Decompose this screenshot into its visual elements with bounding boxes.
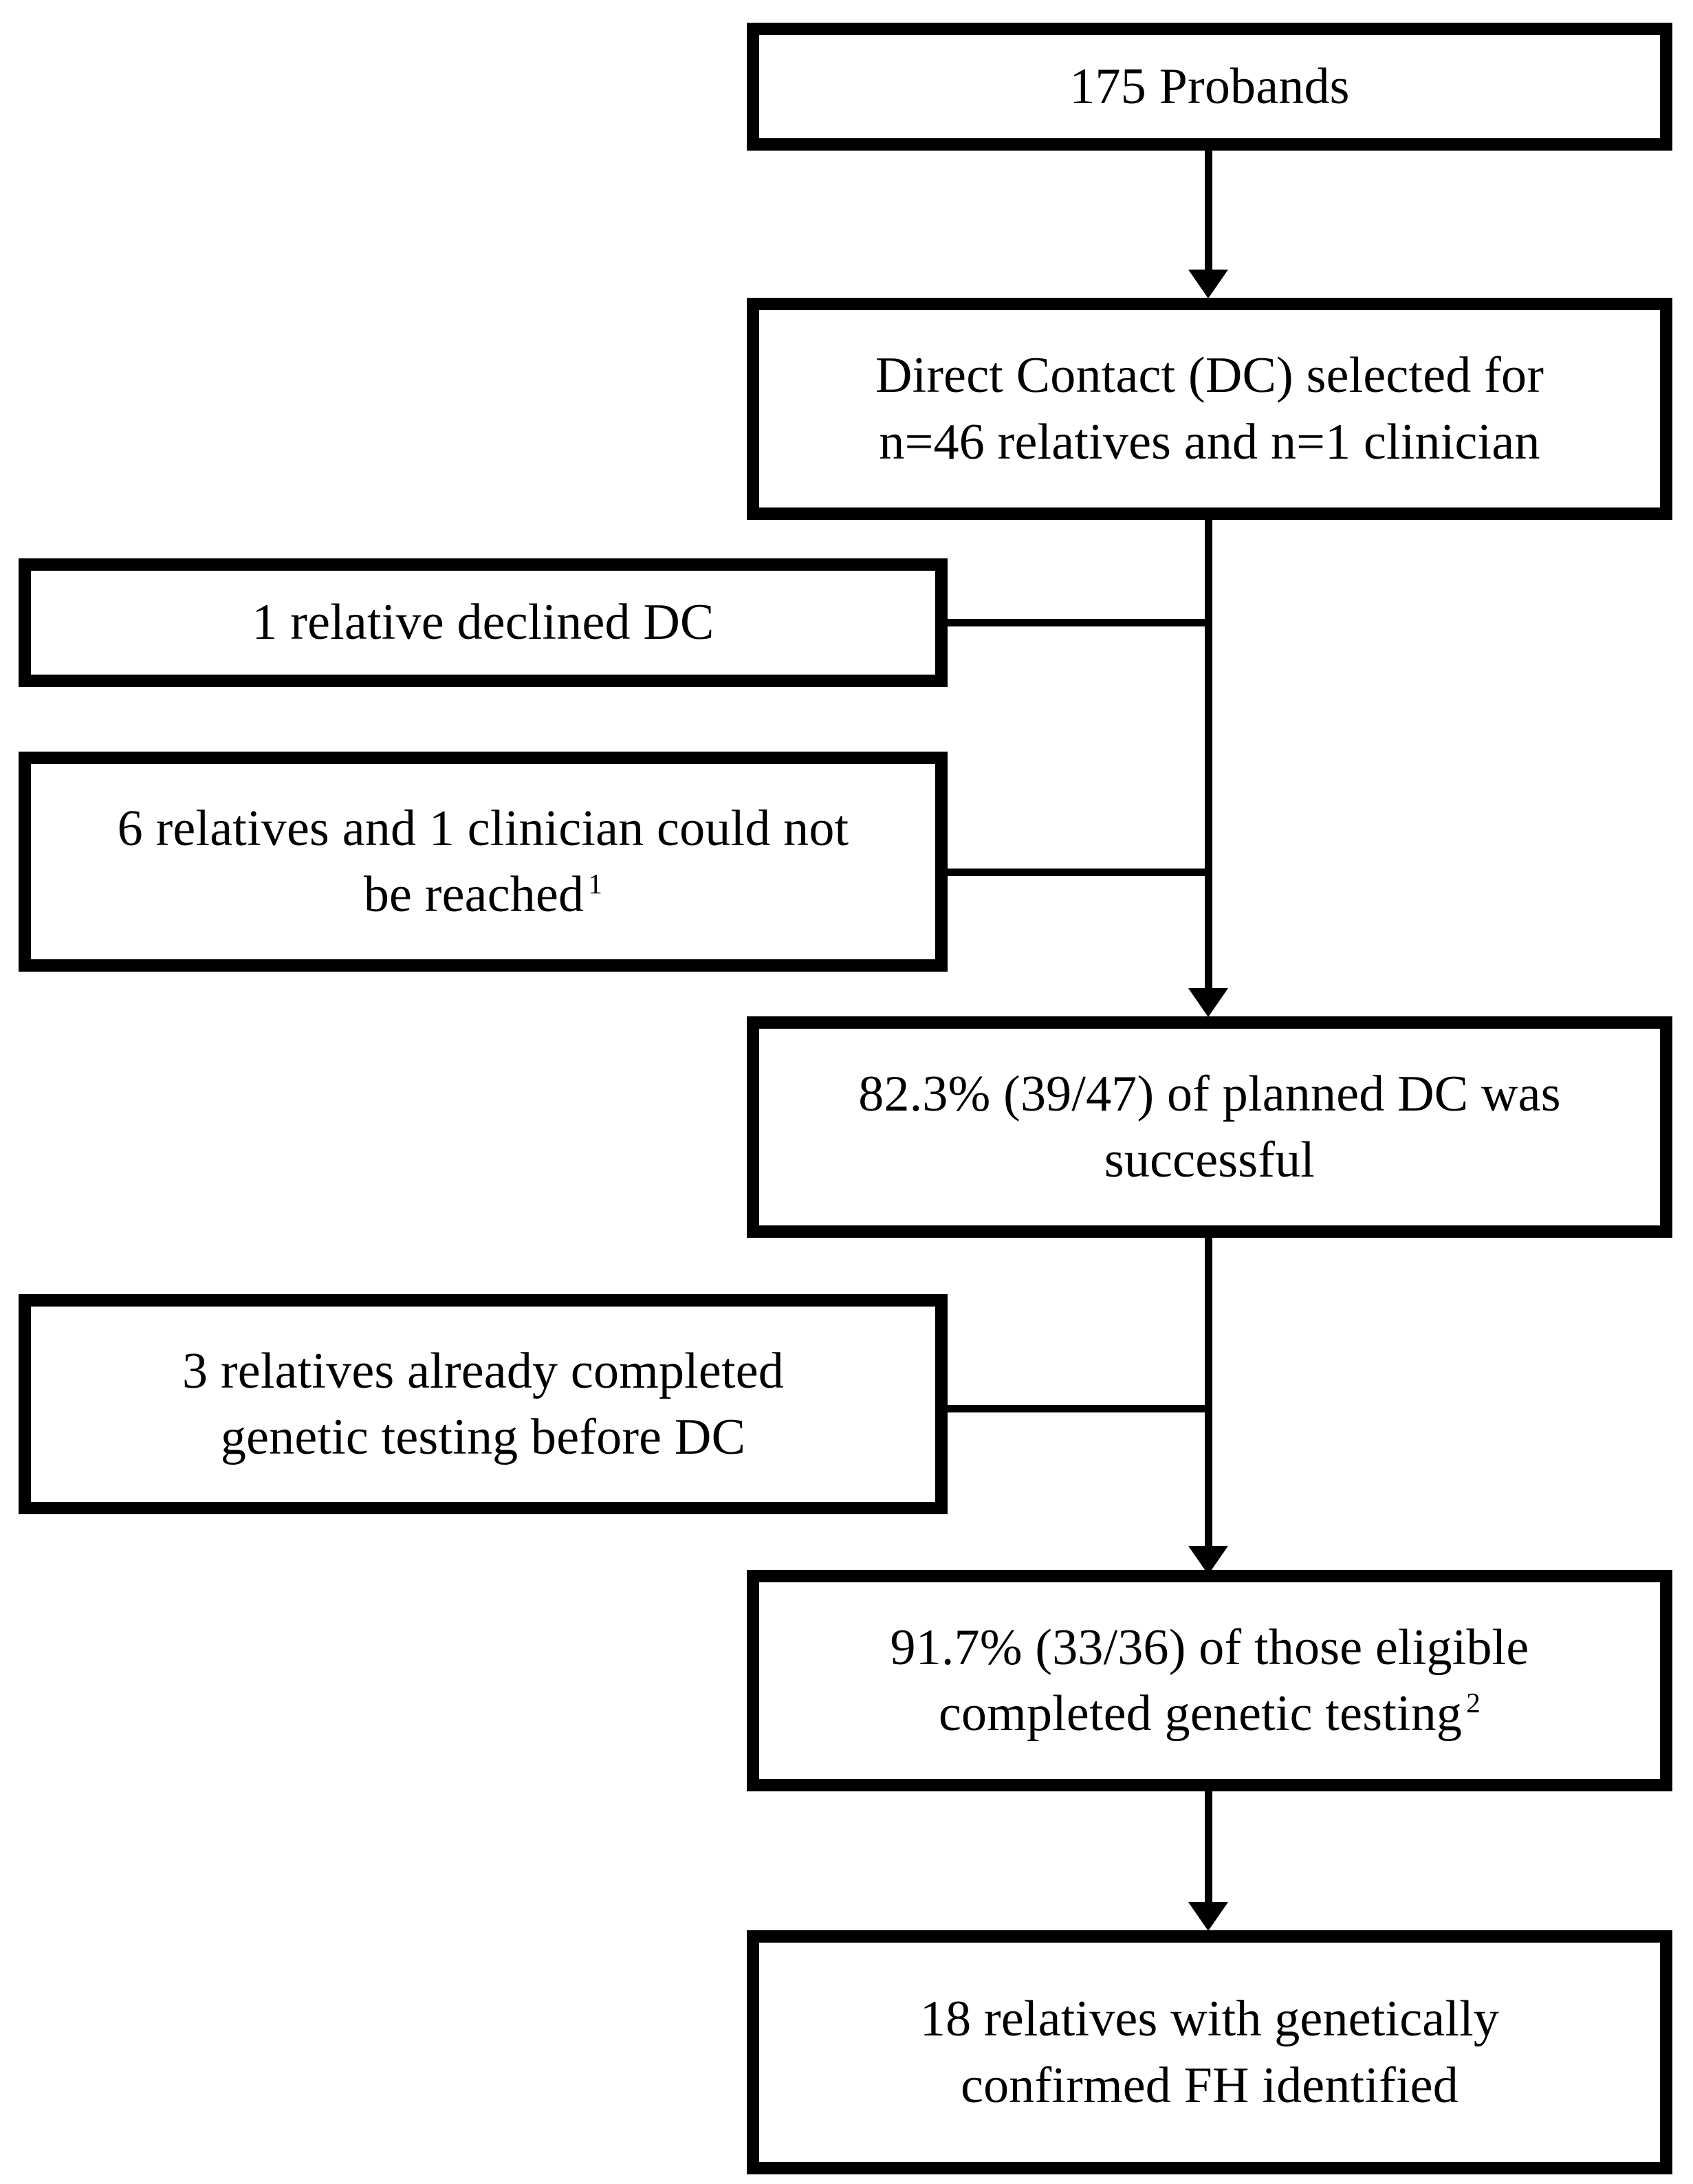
node-dc-selected-line2: n=46 relatives and n=1 clinician: [879, 413, 1540, 470]
arrowhead-completed-testing-to-fh-identified: [1188, 1902, 1228, 1931]
node-already-completed-testing: 3 relatives already completed genetic te…: [19, 1294, 948, 1514]
connector-dc-successful-to-completed-testing: [1205, 1238, 1212, 1549]
node-completed-genetic-testing-line1: 91.7% (33/36) of those eligible: [890, 1619, 1529, 1676]
arrowhead-dc-selected-to-dc-successful: [1188, 988, 1228, 1017]
node-dc-successful-label: 82.3% (39/47) of planned DC was successf…: [759, 1061, 1660, 1193]
node-fh-identified-label: 18 relatives with genetically confirmed …: [759, 1986, 1660, 2118]
node-probands: 175 Probands: [747, 23, 1672, 151]
connector-dc-selected-to-dc-successful: [1205, 520, 1212, 990]
node-declined-dc: 1 relative declined DC: [19, 558, 948, 687]
node-fh-identified-line1: 18 relatives with genetically: [919, 1991, 1500, 2048]
node-dc-selected-line1: Direct Contact (DC) selected for: [875, 347, 1544, 404]
node-could-not-be-reached-line1: 6 relatives and 1 clinician could not: [117, 800, 849, 857]
node-probands-label: 175 Probands: [1069, 58, 1350, 115]
node-dc-successful-line1: 82.3% (39/47) of planned DC was: [858, 1065, 1561, 1122]
node-declined-dc-label: 1 relative declined DC: [252, 594, 714, 651]
arrowhead-probands-to-dc-selected: [1188, 270, 1228, 298]
node-completed-genetic-testing-footnote: 2: [1466, 1687, 1481, 1719]
node-completed-genetic-testing-line2: completed genetic testing: [938, 1685, 1463, 1742]
connector-declined-dc-to-spine: [945, 619, 1209, 626]
node-could-not-be-reached-label: 6 relatives and 1 clinician could not be…: [31, 796, 935, 928]
node-dc-selected: Direct Contact (DC) selected for n=46 re…: [747, 298, 1672, 520]
node-fh-identified: 18 relatives with genetically confirmed …: [747, 1930, 1672, 2174]
node-completed-genetic-testing-label: 91.7% (33/36) of those eligible complete…: [759, 1615, 1660, 1747]
node-already-completed-testing-line1: 3 relatives already completed: [182, 1342, 784, 1399]
node-could-not-be-reached-line2: be reached: [363, 866, 585, 923]
node-could-not-be-reached-footnote: 1: [588, 868, 603, 900]
connector-already-completed-testing-to-spine: [945, 1405, 1209, 1412]
node-fh-identified-line2: confirmed FH identified: [961, 2057, 1459, 2114]
node-dc-successful-line2: successful: [1104, 1132, 1315, 1188]
connector-completed-testing-to-fh-identified: [1205, 1791, 1212, 1905]
node-dc-selected-label: Direct Contact (DC) selected for n=46 re…: [759, 342, 1660, 474]
connector-could-not-be-reached-to-spine: [945, 869, 1209, 876]
node-already-completed-testing-line2: genetic testing before DC: [220, 1409, 746, 1465]
node-could-not-be-reached: 6 relatives and 1 clinician could not be…: [19, 752, 948, 972]
connector-probands-to-dc-selected: [1205, 151, 1212, 271]
node-dc-successful: 82.3% (39/47) of planned DC was successf…: [747, 1016, 1672, 1238]
node-already-completed-testing-label: 3 relatives already completed genetic te…: [31, 1338, 935, 1470]
node-completed-genetic-testing: 91.7% (33/36) of those eligible complete…: [747, 1570, 1672, 1791]
